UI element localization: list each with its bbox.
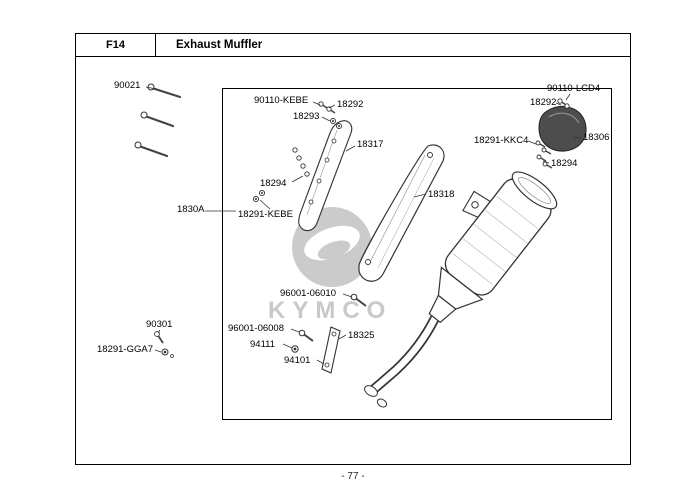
part-label-90301: 90301: [146, 319, 173, 330]
part-label-90021: 90021: [114, 80, 141, 91]
part-label-18306: 18306: [583, 132, 610, 143]
part-label-90110-kebe: 90110-KEBE: [254, 95, 309, 106]
heat-shield-18317-drawing: [298, 120, 353, 232]
heat-shield-18318-drawing: [358, 144, 445, 282]
part-label-18291-kkc4: 18291-KKC4: [474, 135, 529, 146]
bolt-96001-06010-drawing: [350, 293, 367, 307]
muffler-body-drawing: [364, 171, 558, 408]
end-cap-18306-drawing: [538, 106, 587, 152]
part-label-18317: 18317: [357, 139, 384, 150]
bolt-90301-drawing: [154, 331, 164, 344]
screws-90110-kebe-drawing: [318, 101, 336, 114]
part-label-96001-06008: 96001-06008: [228, 323, 284, 334]
leader-lines: [145, 86, 582, 365]
part-label-18292-b: 18292: [530, 97, 557, 108]
kymco-watermark-text: KYMCO: [268, 297, 392, 324]
part-label-18293: 18293: [293, 111, 320, 122]
nut-18291-gga7-drawing: [161, 348, 174, 358]
part-label-96001-06010: 96001-06010: [280, 288, 336, 299]
part-label-94111: 94111: [250, 339, 276, 350]
part-label-18318: 18318: [428, 189, 455, 200]
washers-18293-drawing: [330, 118, 342, 129]
washers-18291-kebe-drawing: [252, 189, 266, 203]
page-title: Exhaust Muffler: [176, 39, 263, 51]
part-label-1830a: 1830A: [177, 204, 205, 215]
part-label-18294-a: 18294: [260, 178, 287, 189]
bolts-18291-kkc4-drawing: [535, 140, 553, 169]
part-label-18325: 18325: [348, 330, 375, 341]
bolt-96001-06008-drawing: [298, 329, 314, 342]
bolts-90021-drawing: [134, 83, 182, 158]
screws-90110-lcd4-drawing: [557, 98, 574, 111]
part-label-94101: 94101: [284, 355, 311, 366]
section-code-box: F14: [75, 33, 156, 57]
part-label-18294-b: 18294: [551, 158, 578, 169]
part-label-18292-a: 18292: [337, 99, 364, 110]
part-label-18291-kebe: 18291-KEBE: [238, 209, 293, 220]
kymco-watermark-logo: KYMCO: [268, 207, 392, 324]
page-number: - 77 -: [341, 471, 365, 482]
washer-94111-drawing: [291, 345, 299, 353]
stay-94101-drawing: [321, 326, 341, 374]
header-separator: [75, 56, 631, 57]
part-label-18291-gga7: 18291-GGA7: [97, 344, 153, 355]
part-label-90110-lcd4: 90110-LCD4: [547, 83, 601, 94]
screws-18294-left-drawing: [292, 147, 310, 177]
